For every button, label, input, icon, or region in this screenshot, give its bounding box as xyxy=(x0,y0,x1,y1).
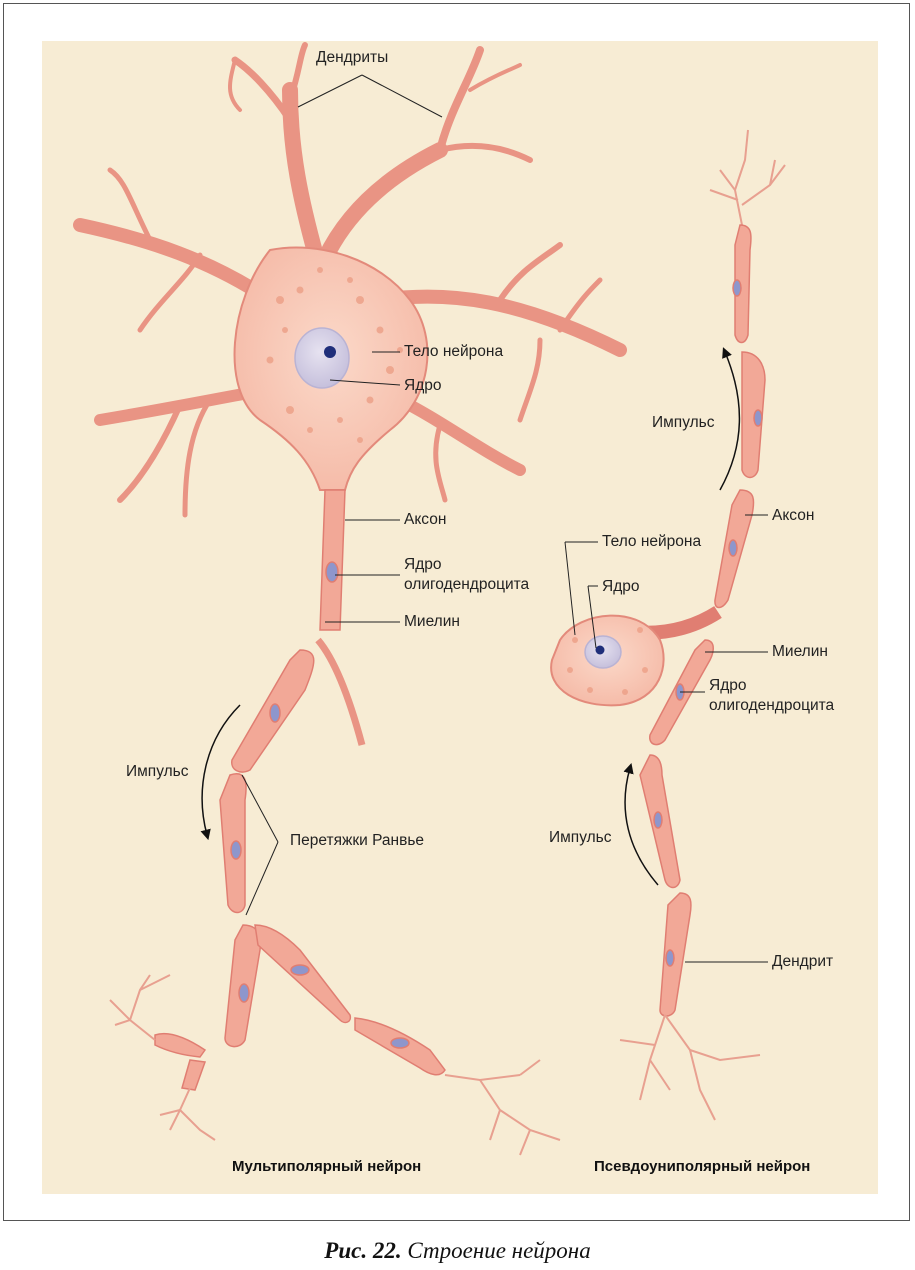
title-pseudounipolar: Псевдоуниполярный нейрон xyxy=(594,1158,811,1175)
label-pseudo-nucleus: Ядро xyxy=(602,578,640,595)
label-multipolar-oligo-nucleus-2: олигодендроцита xyxy=(404,576,530,593)
nissl-granules xyxy=(266,267,403,443)
label-pseudo-dendrite: Дендрит xyxy=(772,953,834,970)
label-pseudo-oligo-nucleus-2: олигодендроцита xyxy=(709,697,835,714)
pseudo-axon xyxy=(629,224,766,1017)
label-multipolar-nucleus: Ядро xyxy=(404,377,442,394)
pseudo-dendrite-terminals xyxy=(619,1014,761,1121)
pseudo-nucleolus xyxy=(595,645,605,655)
label-pseudo-oligo-nucleus-1: Ядро xyxy=(709,677,747,694)
figure-number: Рис. 22. xyxy=(324,1238,402,1263)
multipolar-impulse-arrow xyxy=(200,704,241,841)
axon-terminals xyxy=(109,974,561,1156)
label-multipolar-oligo-nucleus-1: Ядро xyxy=(404,556,442,573)
label-multipolar-impulse: Импульс xyxy=(126,763,189,780)
label-multipolar-body: Тело нейрона xyxy=(404,343,504,360)
figure-title: Строение нейрона xyxy=(407,1238,591,1263)
label-pseudo-impulse-bottom: Импульс xyxy=(549,829,612,846)
multipolar-neuron xyxy=(73,42,627,1156)
pseudounipolar-neuron xyxy=(550,129,786,1121)
label-pseudo-myelin: Миелин xyxy=(772,643,828,660)
multipolar-axon xyxy=(154,489,446,1091)
leader-lines xyxy=(241,74,768,963)
multipolar-nucleus xyxy=(294,327,350,389)
label-dendrites: Дендриты xyxy=(316,49,389,66)
multipolar-nucleolus xyxy=(324,346,336,358)
pseudo-impulse-arrow-top xyxy=(719,347,741,491)
pseudo-top-terminals xyxy=(709,129,786,226)
title-multipolar: Мультиполярный нейрон xyxy=(232,1158,422,1175)
label-multipolar-myelin: Миелин xyxy=(404,613,460,630)
figure-caption: Рис. 22. Строение нейрона xyxy=(0,1238,915,1264)
pseudo-impulse-arrow-bottom xyxy=(623,762,659,886)
label-pseudo-axon: Аксон xyxy=(772,507,815,524)
label-pseudo-impulse-top: Импульс xyxy=(652,414,715,431)
label-pseudo-body: Тело нейрона xyxy=(602,533,702,550)
label-ranvier-nodes: Перетяжки Ранвье xyxy=(290,832,425,849)
label-multipolar-axon: Аксон xyxy=(404,511,447,528)
